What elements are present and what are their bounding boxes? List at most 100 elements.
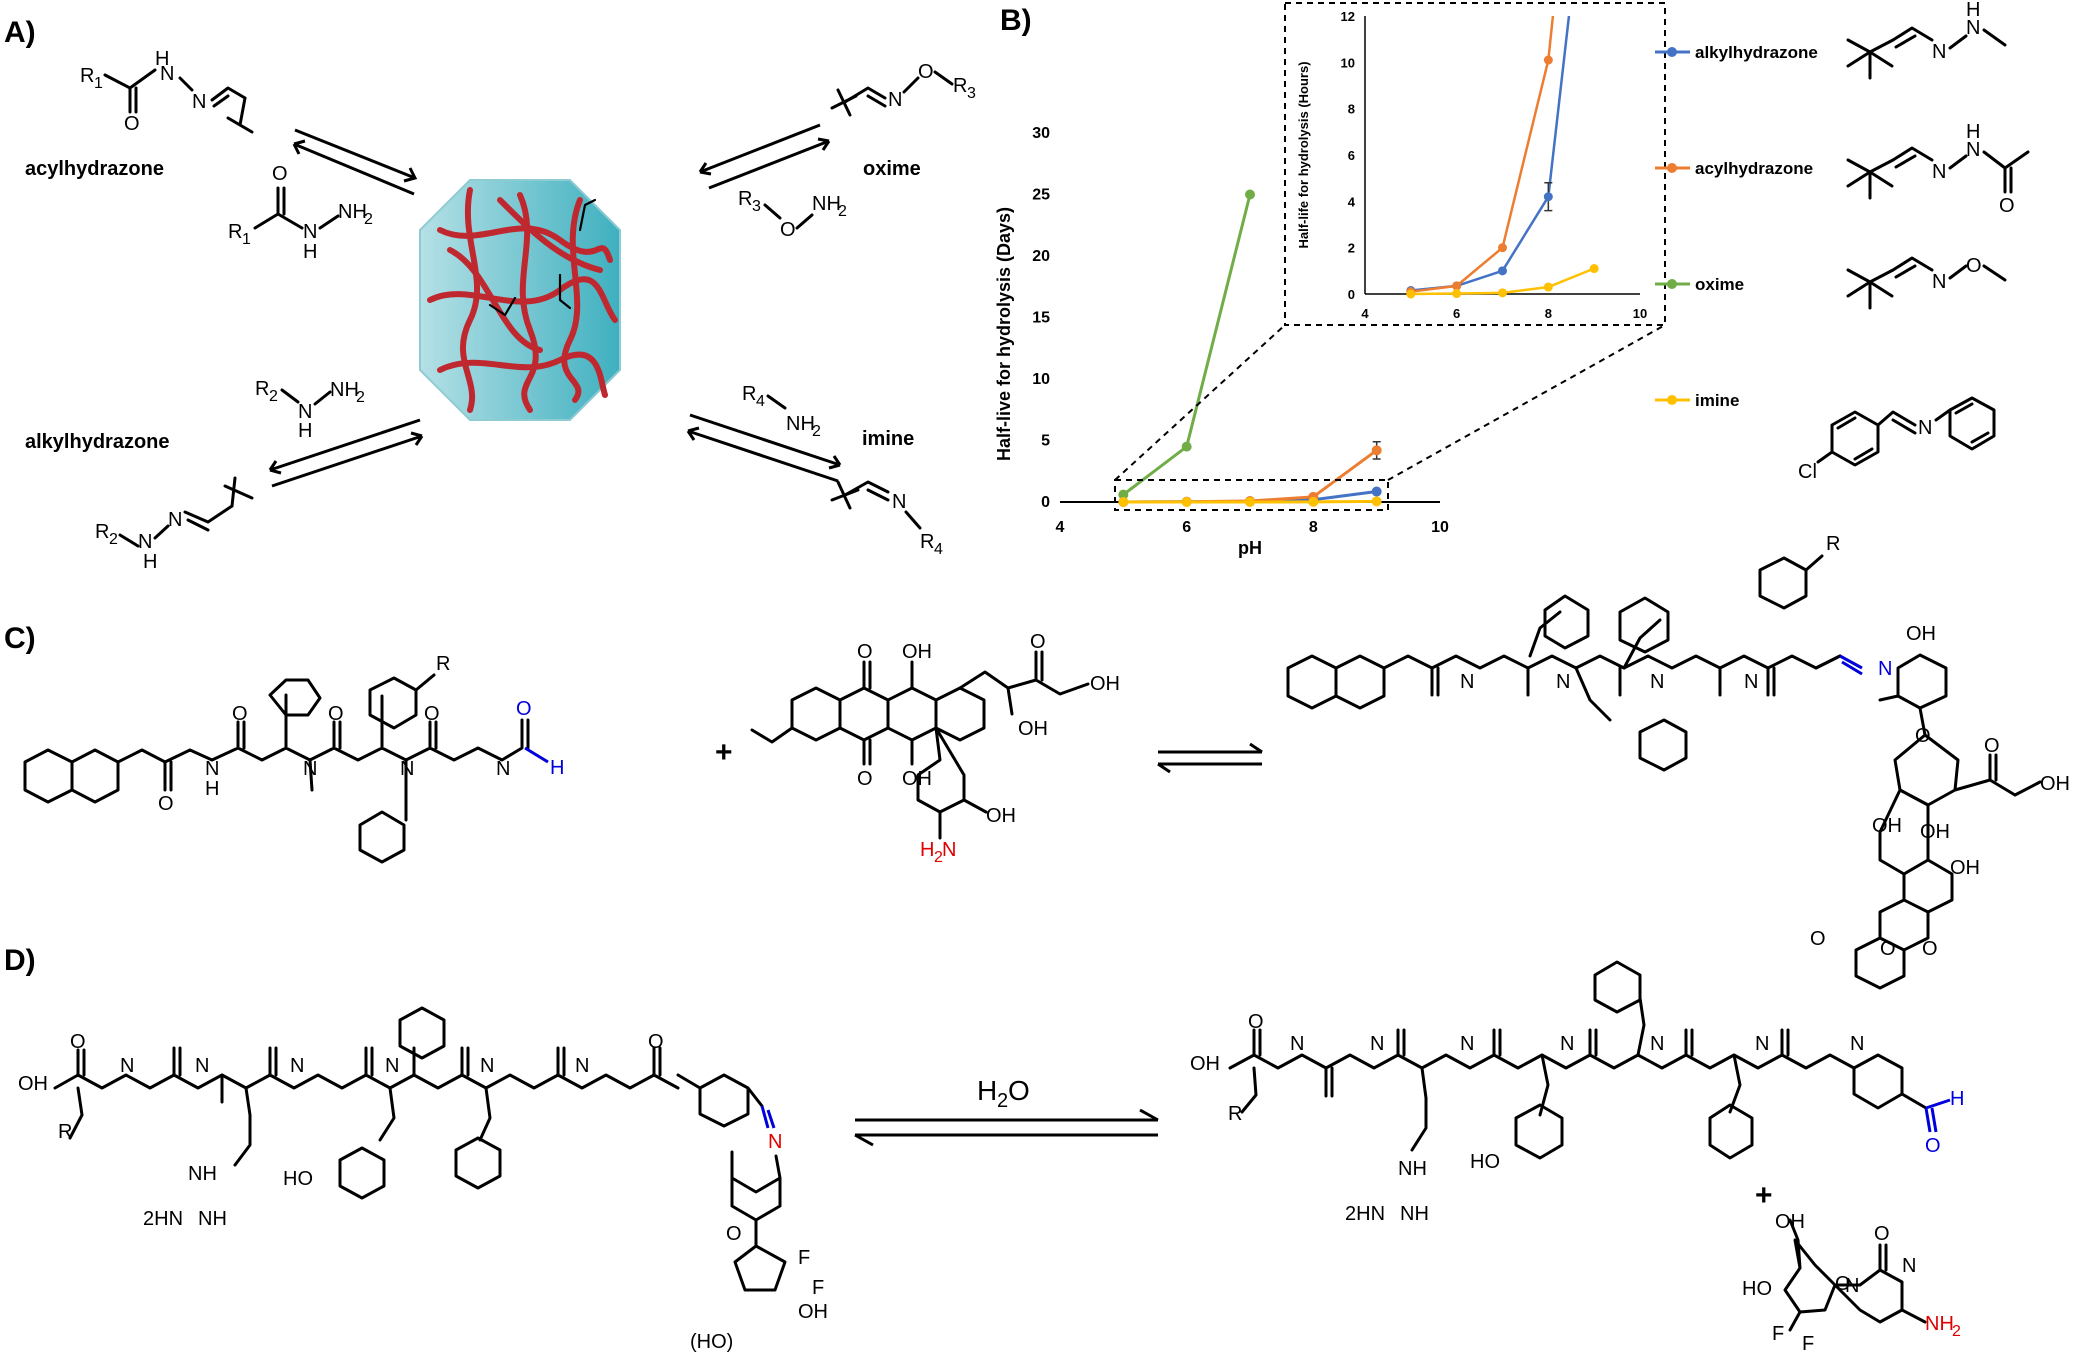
legend-label-alkylhydrazone: alkylhydrazone: [1695, 43, 1818, 62]
svg-text:O: O: [1999, 195, 2015, 217]
svg-text:O: O: [158, 793, 174, 815]
oxime-structure: N O R 3 oxime: [830, 61, 976, 180]
svg-text:2: 2: [1952, 1323, 1961, 1340]
svg-text:OH: OH: [1950, 857, 1980, 879]
y-tick-label: 20: [1032, 248, 1050, 265]
svg-text:OH: OH: [2040, 773, 2070, 795]
data-point-imine: [1118, 497, 1129, 507]
svg-text:oxime: oxime: [863, 158, 921, 180]
panel-a: A): [4, 16, 976, 573]
svg-text:N: N: [1650, 1033, 1664, 1055]
svg-text:N: N: [768, 1131, 782, 1153]
legend-marker-acylhydrazone: [1667, 163, 1677, 173]
data-point-imine: [1371, 496, 1382, 507]
svg-text:NH: NH: [1925, 1313, 1954, 1335]
svg-text:O: O: [124, 113, 140, 135]
data-point-imine: [1498, 288, 1507, 298]
svg-text:N: N: [290, 1055, 304, 1077]
plus-d: +: [1755, 1179, 1773, 1212]
svg-text:O: O: [1008, 1075, 1030, 1106]
data-point-alkylhydrazone: [1498, 266, 1507, 276]
svg-text:R: R: [95, 521, 109, 543]
zoom-guide-right: [1387, 324, 1666, 481]
panel-c-label: C): [4, 622, 36, 655]
svg-text:N: N: [1932, 41, 1946, 63]
imine-structure: N R 4: [830, 480, 943, 558]
svg-text:N: N: [195, 1055, 209, 1077]
svg-text:N: N: [1650, 671, 1664, 693]
svg-text:N: N: [1556, 671, 1570, 693]
svg-text:NH: NH: [1398, 1158, 1427, 1180]
svg-text:2: 2: [838, 203, 847, 220]
svg-text:acylhydrazone: acylhydrazone: [25, 158, 164, 180]
svg-text:OH: OH: [1906, 623, 1936, 645]
data-point-oxime: [1118, 489, 1129, 500]
svg-text:N: N: [303, 758, 317, 780]
svg-text:O: O: [1835, 1273, 1851, 1295]
equilibrium-arrow-c: [1157, 742, 1263, 774]
svg-text:2: 2: [356, 389, 365, 406]
svg-text:O: O: [918, 61, 934, 83]
svg-text:H: H: [303, 241, 317, 263]
svg-text:(HO): (HO): [690, 1331, 733, 1353]
svg-text:1: 1: [94, 75, 103, 92]
svg-text:4: 4: [756, 393, 765, 410]
inset-series: [1406, 15, 1599, 299]
svg-text:R: R: [738, 188, 752, 210]
gemcitabine-structure: OH HO O F F O N N NH 2: [1742, 1211, 1961, 1355]
svg-text:H: H: [298, 420, 312, 442]
svg-text:N: N: [1744, 671, 1758, 693]
zoom-guide-left: [1114, 324, 1286, 481]
svg-text:O: O: [1915, 725, 1931, 747]
svg-text:NH: NH: [786, 413, 815, 435]
svg-text:R: R: [436, 653, 450, 675]
data-point-imine: [1406, 289, 1416, 299]
svg-text:2: 2: [269, 388, 278, 405]
svg-text:O: O: [424, 703, 440, 725]
svg-text:N: N: [160, 63, 174, 85]
legend-structure-imine: Cl N: [1798, 396, 1996, 483]
svg-text:F: F: [812, 1277, 824, 1299]
y-tick-label: 30: [1032, 125, 1050, 142]
legend-marker-alkylhydrazone: [1667, 47, 1677, 57]
inset-y-label: Half-life for hydrolysis (Hours): [1296, 61, 1311, 248]
svg-text:Cl: Cl: [1798, 461, 1817, 483]
svg-text:N: N: [575, 1055, 589, 1077]
svg-text:O: O: [726, 1223, 742, 1245]
doxorubicin-structure: O O OH OH O OH OH OH H 2 N: [750, 631, 1120, 866]
x-tick-label: 4: [1056, 519, 1065, 536]
svg-text:N: N: [1560, 1033, 1574, 1055]
data-point-alkylhydrazone: [1371, 486, 1382, 497]
legend-label-acylhydrazone: acylhydrazone: [1695, 159, 1813, 178]
svg-text:OH: OH: [1920, 821, 1950, 843]
series-line-acylhydrazone: [1123, 449, 1378, 504]
svg-text:H: H: [143, 551, 157, 573]
svg-text:O: O: [1966, 255, 1982, 277]
svg-text:NH: NH: [1400, 1203, 1429, 1225]
svg-text:2: 2: [812, 423, 821, 440]
svg-text:R: R: [255, 378, 269, 400]
data-point-alkylhydrazone: [1543, 192, 1553, 202]
legend-structure-acylhydrazone: N N H O: [1846, 121, 2030, 217]
x-tick-label: 10: [1431, 519, 1449, 536]
svg-text:H: H: [1966, 0, 1980, 21]
y-tick-label: 2: [1348, 241, 1355, 256]
svg-text:N: N: [1932, 161, 1946, 183]
svg-text:R: R: [1826, 533, 1840, 555]
legend-structure-alkylhydrazone: N N H: [1846, 0, 2007, 80]
svg-text:F: F: [798, 1247, 810, 1269]
hydrazine-reagent: R 2 N H NH 2: [255, 378, 365, 442]
svg-text:OH: OH: [1872, 815, 1902, 837]
peptide-aldehyde-c: O N H O N O N O N R O H: [23, 653, 564, 864]
svg-text:O: O: [1810, 928, 1826, 950]
svg-text:N: N: [480, 1055, 494, 1077]
svg-text:O: O: [857, 768, 873, 790]
svg-text:N: N: [496, 758, 510, 780]
legend-label-imine: imine: [1695, 391, 1739, 410]
